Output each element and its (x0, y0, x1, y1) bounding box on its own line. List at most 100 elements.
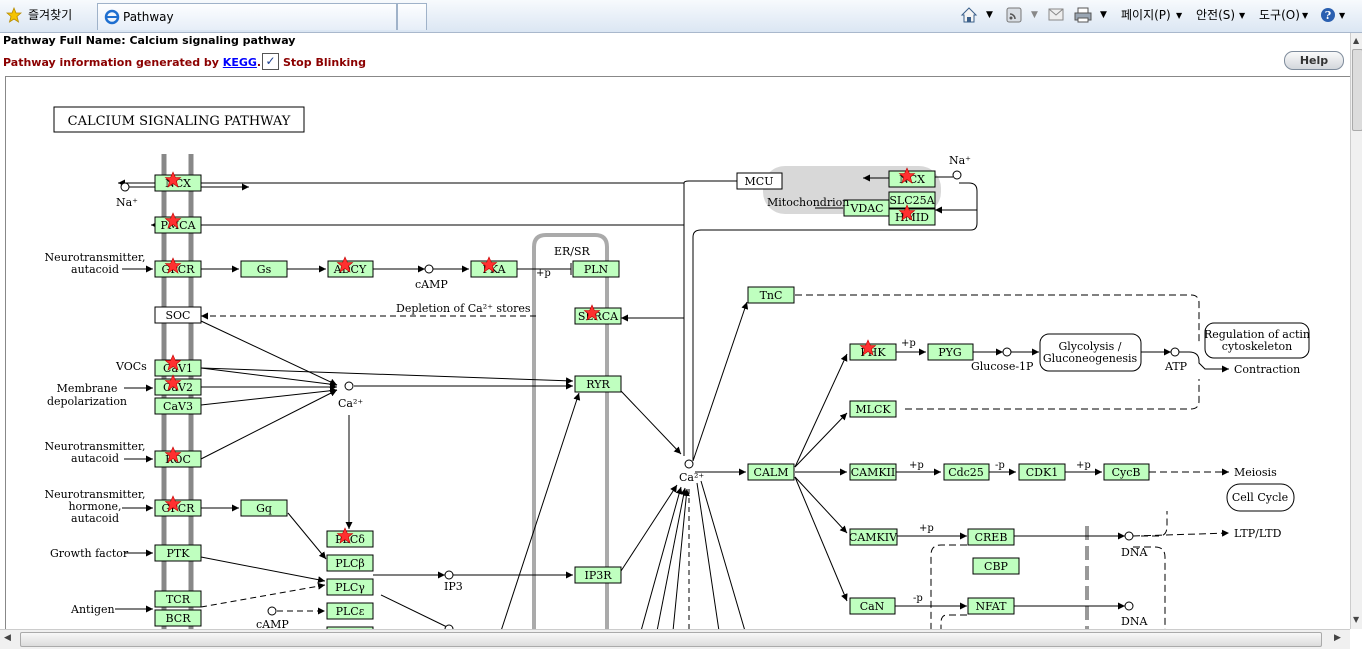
label-m-cdk: -p (995, 460, 1005, 471)
print-dropdown-icon[interactable]: ▼ (1100, 10, 1107, 20)
gene-slc25a[interactable]: SLC25A (888, 191, 936, 209)
pathway-edges (115, 174, 1230, 629)
kegg-link[interactable]: KEGG (222, 56, 257, 69)
gene-camkii[interactable]: CAMKII (849, 463, 897, 481)
scroll-left-arrow-icon[interactable]: ◀ (4, 633, 11, 643)
svg-text:Gs: Gs (257, 263, 272, 276)
label-neuro2: Neurotransmitter, (45, 440, 146, 453)
gene-cbp[interactable]: CBP (972, 557, 1020, 575)
gene-bcr[interactable]: BCR (154, 609, 202, 627)
gene-phk[interactable]: PHK (849, 343, 897, 361)
label-neuro3: Neurotransmitter, (45, 488, 146, 501)
tab-pathway[interactable]: Pathway (97, 3, 397, 30)
gene-tnc[interactable]: TnC (747, 286, 795, 304)
scroll-right-arrow-icon[interactable]: ▶ (1334, 633, 1341, 643)
page-content: Pathway Full Name: Calcium signaling pat… (0, 33, 1350, 629)
svg-text:CBP: CBP (984, 560, 1009, 573)
gene-pyg[interactable]: PYG (927, 343, 974, 361)
info-suffix: . (256, 56, 262, 69)
svg-text:MLCK: MLCK (855, 403, 891, 416)
gene-vdac[interactable]: VDAC (843, 199, 891, 217)
print-icon[interactable] (1074, 7, 1092, 23)
menu-page[interactable]: 페이지(P) (1121, 8, 1171, 22)
star-icon (898, 167, 916, 184)
help-circle-icon[interactable]: ? (1320, 7, 1336, 23)
horizontal-scroll-thumb[interactable] (20, 632, 1322, 647)
label-dna1: DNA (1121, 546, 1148, 559)
gene-gq[interactable]: Gq (240, 499, 288, 517)
horizontal-scrollbar[interactable]: ◀ ▶ (0, 629, 1350, 649)
label-dna2: DNA (1121, 615, 1148, 628)
label-antigen: Antigen (70, 603, 115, 616)
gene-can[interactable]: CaN (849, 597, 896, 615)
svg-text:CALM: CALM (754, 466, 789, 479)
cellcycle-map-box[interactable] (1226, 483, 1295, 512)
svg-text:IP3R: IP3R (584, 569, 612, 582)
rss-icon[interactable] (1006, 7, 1022, 23)
label-ip3: IP3 (444, 580, 463, 593)
label-contraction: Contraction (1234, 363, 1300, 376)
gene-camkiv[interactable]: CAMKIV (849, 528, 898, 546)
gene-cdc25[interactable]: Cdc25 (943, 463, 990, 481)
star-icon (164, 257, 182, 274)
svg-text:SLC25A: SLC25A (889, 194, 935, 207)
gene-plcg[interactable]: PLCγ (326, 578, 374, 596)
gene-soc[interactable]: SOC (154, 306, 202, 324)
gene-partial-bottom[interactable] (326, 626, 374, 629)
label-neuro3c: autacoid (71, 512, 119, 525)
gene-cycb[interactable]: CycB (1103, 463, 1150, 481)
browser-toolbar: 즐겨찾기 Pathway ▼ ▼ ▼ 페이지(P) ▼ 안전(S) ▼ 도구(O… (0, 0, 1362, 33)
label-vocs: VOCs (115, 360, 147, 373)
star-icon (6, 7, 22, 23)
gene-tcr[interactable]: TCR (154, 590, 202, 608)
svg-text:PLCγ: PLCγ (335, 581, 365, 594)
gene-creb[interactable]: CREB (967, 528, 1015, 546)
stop-blinking-label: Stop Blinking (283, 56, 366, 69)
label-cellcycle: Cell Cycle (1232, 491, 1288, 504)
new-tab-button[interactable] (397, 3, 427, 30)
gene-calm[interactable]: CALM (747, 463, 795, 481)
menu-safety[interactable]: 안전(S) (1196, 8, 1236, 22)
gene-ip3r[interactable]: IP3R (574, 566, 622, 584)
rss-dropdown-icon[interactable]: ▼ (1031, 10, 1038, 20)
gene-mlck[interactable]: MLCK (849, 400, 897, 418)
home-icon[interactable] (960, 6, 978, 24)
home-dropdown-icon[interactable]: ▼ (986, 10, 993, 20)
gene-plcb[interactable]: PLCβ (326, 554, 374, 572)
star-icon (336, 527, 354, 544)
label-p-cdc: +p (909, 460, 924, 471)
gene-ryr[interactable]: RYR (574, 375, 622, 393)
stop-blinking-checkbox[interactable]: ✓ (262, 53, 279, 70)
map-title-box (53, 106, 305, 133)
gene-gs[interactable]: Gs (240, 260, 288, 278)
gene-pln[interactable]: PLN (572, 260, 620, 278)
svg-text:CaN: CaN (860, 600, 885, 613)
glycolysis-map-box[interactable] (1039, 333, 1142, 372)
vertical-scroll-thumb[interactable] (1352, 49, 1362, 131)
vertical-scrollbar[interactable]: ▲ ▼ (1350, 33, 1362, 629)
favorites-button[interactable]: 즐겨찾기 (6, 7, 88, 25)
mail-icon[interactable] (1048, 8, 1064, 22)
svg-text:CaV3: CaV3 (163, 400, 193, 413)
menu-tools[interactable]: 도구(O) (1259, 8, 1300, 22)
label-mito: Mitochondrion (767, 196, 849, 209)
star-icon (336, 256, 354, 273)
map-labels: Na⁺ Na⁺ Neurotransmitter, autacoid cAMP … (45, 154, 1311, 629)
gene-plce[interactable]: PLCε (326, 602, 374, 620)
help-button[interactable]: Help (1284, 51, 1344, 70)
gene-nodes: NCX PMCA GPCR Gs ADCY PKA PLN SERCA SOC … (154, 170, 1150, 629)
gene-nfat[interactable]: NFAT (967, 597, 1015, 615)
scroll-down-arrow-icon[interactable]: ▼ (1353, 615, 1360, 624)
gene-serca[interactable]: SERCA (574, 307, 622, 325)
gene-cav3[interactable]: CaV3 (154, 397, 202, 415)
gene-cdk1[interactable]: CDK1 (1018, 463, 1066, 481)
gene-mcu[interactable]: MCU (736, 172, 783, 190)
actin-map-box[interactable] (1204, 322, 1310, 359)
help-dropdown-icon[interactable]: ▼ (1339, 11, 1346, 20)
svg-text:SERCA: SERCA (578, 310, 619, 323)
svg-text:RYR: RYR (586, 378, 610, 391)
scroll-up-arrow-icon[interactable]: ▲ (1353, 36, 1360, 45)
menu-page-arrow-icon: ▼ (1176, 11, 1183, 20)
gene-ptk[interactable]: PTK (154, 544, 202, 562)
svg-text:GPCR: GPCR (162, 502, 196, 515)
